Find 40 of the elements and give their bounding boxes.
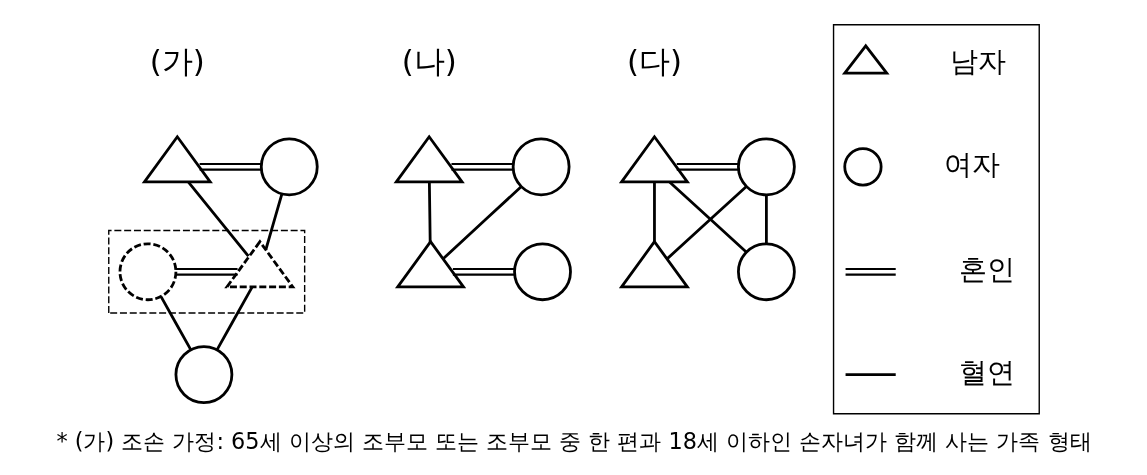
cluster (107, 229, 305, 314)
node-circle (512, 242, 572, 302)
connector (175, 267, 238, 276)
connector (452, 267, 514, 276)
node-triangle (141, 134, 213, 184)
connector (215, 286, 253, 351)
node-circle (736, 242, 796, 302)
connector (665, 185, 747, 260)
connector (199, 163, 261, 171)
connector (441, 185, 522, 260)
connector (427, 182, 432, 243)
connector (676, 163, 738, 171)
connector (263, 193, 283, 251)
node-circle (842, 147, 883, 187)
node-triangle (223, 239, 295, 289)
node-circle (259, 137, 319, 197)
connector (652, 182, 656, 242)
node-triangle (618, 239, 690, 289)
node-triangle (841, 43, 890, 75)
legend-label: 혈연 (958, 355, 1015, 389)
node-triangle (618, 134, 690, 184)
connector (668, 181, 747, 254)
legend-label: 남자 (949, 44, 1006, 78)
node-circle (736, 137, 796, 197)
caption: * (가) 조손 가정: 65세 이상의 조부모 또는 조부모 중 한 편과 18세 이하인 손자녀가 함께 사는 가족 형태 (55, 427, 1092, 454)
legend-label: 여자 (943, 147, 1000, 181)
connector (186, 181, 249, 258)
node-circle (174, 345, 233, 404)
node-circle (118, 242, 177, 302)
node-triangle (394, 239, 466, 289)
label: (나) (401, 42, 457, 79)
connector (159, 296, 192, 351)
connector (451, 163, 513, 171)
cluster (832, 24, 1040, 415)
legend-label: 혼인 (958, 252, 1015, 286)
label: (다) (626, 42, 682, 79)
node-triangle (393, 134, 465, 184)
label: (가) (149, 42, 205, 79)
connector (764, 195, 768, 244)
node-circle (511, 137, 570, 197)
